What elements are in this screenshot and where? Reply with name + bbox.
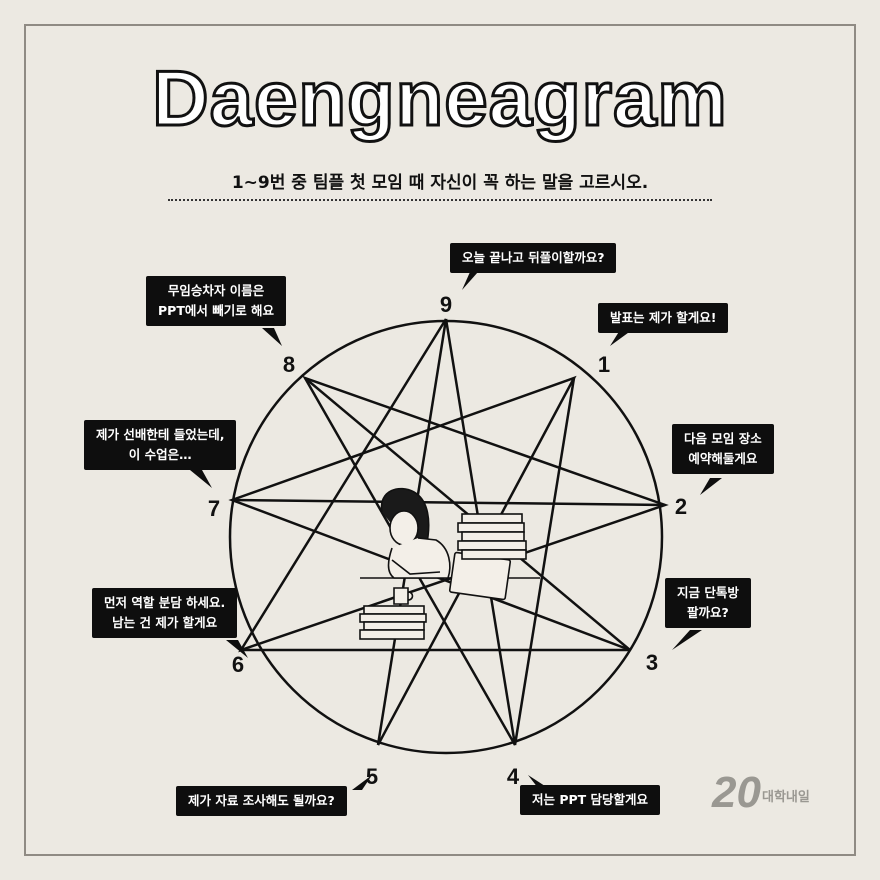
bubble-5: 제가 자료 조사해도 될까요?	[176, 786, 347, 816]
bubble-4-text: 저는 PPT 담당할게요	[532, 792, 649, 807]
logo-text: 대학내일	[762, 790, 810, 805]
illustration-student	[359, 487, 540, 640]
tail-7	[190, 470, 212, 488]
bubble-8: 무임승차자 이름은 PPT에서 빼기로 해요	[146, 276, 287, 326]
bubble-8-line-2: PPT에서 빼기로 해요	[158, 303, 275, 318]
star-line-a	[238, 318, 669, 746]
point-number-9: 9	[439, 292, 453, 317]
point-number-6: 6	[231, 652, 245, 677]
page-title: Daengneagram	[151, 53, 729, 144]
book-stack-left	[359, 605, 427, 640]
tail-5	[352, 775, 372, 790]
point-number-2: 2	[674, 494, 688, 519]
bubble-6: 먼저 역할 분담 하세요. 남는 건 제가 할게요	[92, 588, 238, 638]
tail-1	[610, 330, 632, 346]
bubble-7-line-1: 제가 선배한테 들었는데,	[96, 427, 225, 442]
mug	[393, 587, 414, 605]
bubble-7: 제가 선배한테 들었는데, 이 수업은…	[84, 420, 237, 470]
bubble-8-line-1: 무임승차자 이름은	[167, 283, 265, 298]
logo-number: 20	[712, 768, 761, 817]
bubble-4: 저는 PPT 담당할게요	[520, 785, 661, 815]
tail-6	[226, 640, 248, 658]
enneagram-star	[232, 319, 665, 745]
bubble-1: 발표는 제가 할게요!	[598, 303, 729, 333]
person-body	[387, 537, 451, 579]
tail-8	[262, 328, 282, 346]
book-stack-right	[457, 513, 527, 560]
star-line-d	[513, 377, 576, 746]
bubble-7-line-2: 이 수업은…	[128, 447, 192, 462]
bubble-3-line-1: 지금 단톡방	[677, 585, 739, 600]
brand-logo: 20 대학내일	[712, 768, 842, 818]
bubble-6-line-2: 남는 건 제가 할게요	[112, 615, 218, 630]
point-number-7: 7	[207, 496, 221, 521]
bubble-5-text: 제가 자료 조사해도 될까요?	[188, 793, 335, 808]
star-line-e	[231, 498, 666, 507]
page-subtitle: 1~9번 중 팀플 첫 모임 때 자신이 꼭 하는 말을 고르시오.	[231, 173, 649, 193]
tail-2	[700, 478, 722, 495]
tail-3	[672, 630, 702, 650]
tail-9	[462, 272, 478, 290]
bubble-9-text: 오늘 끝나고 뒤풀이할까요?	[462, 250, 605, 265]
subtitle-underline	[168, 199, 712, 201]
point-number-8: 8	[282, 352, 296, 377]
point-number-4: 4	[506, 764, 520, 789]
point-number-1: 1	[597, 352, 611, 377]
bubble-3-line-2: 팔까요?	[687, 605, 729, 620]
person-arm	[391, 559, 441, 575]
bubble-2: 다음 모임 장소 예약해둘게요	[672, 424, 774, 474]
bubble-6-line-1: 먼저 역할 분담 하세요.	[104, 595, 226, 610]
bubble-9: 오늘 끝나고 뒤풀이할까요?	[450, 243, 617, 273]
bubble-tails	[190, 272, 722, 790]
point-number-5: 5	[365, 764, 379, 789]
tail-4	[528, 775, 548, 788]
bubble-2-line-1: 다음 모임 장소	[684, 431, 762, 446]
page-frame	[24, 24, 856, 856]
enneagram-circle	[228, 319, 664, 755]
bubble-2-line-2: 예약해둘게요	[688, 451, 758, 466]
bubble-1-text: 발표는 제가 할게요!	[610, 310, 717, 325]
bubble-3: 지금 단톡방 팔까요?	[665, 578, 751, 628]
enneagram-lines	[228, 318, 669, 746]
point-number-3: 3	[645, 650, 659, 675]
